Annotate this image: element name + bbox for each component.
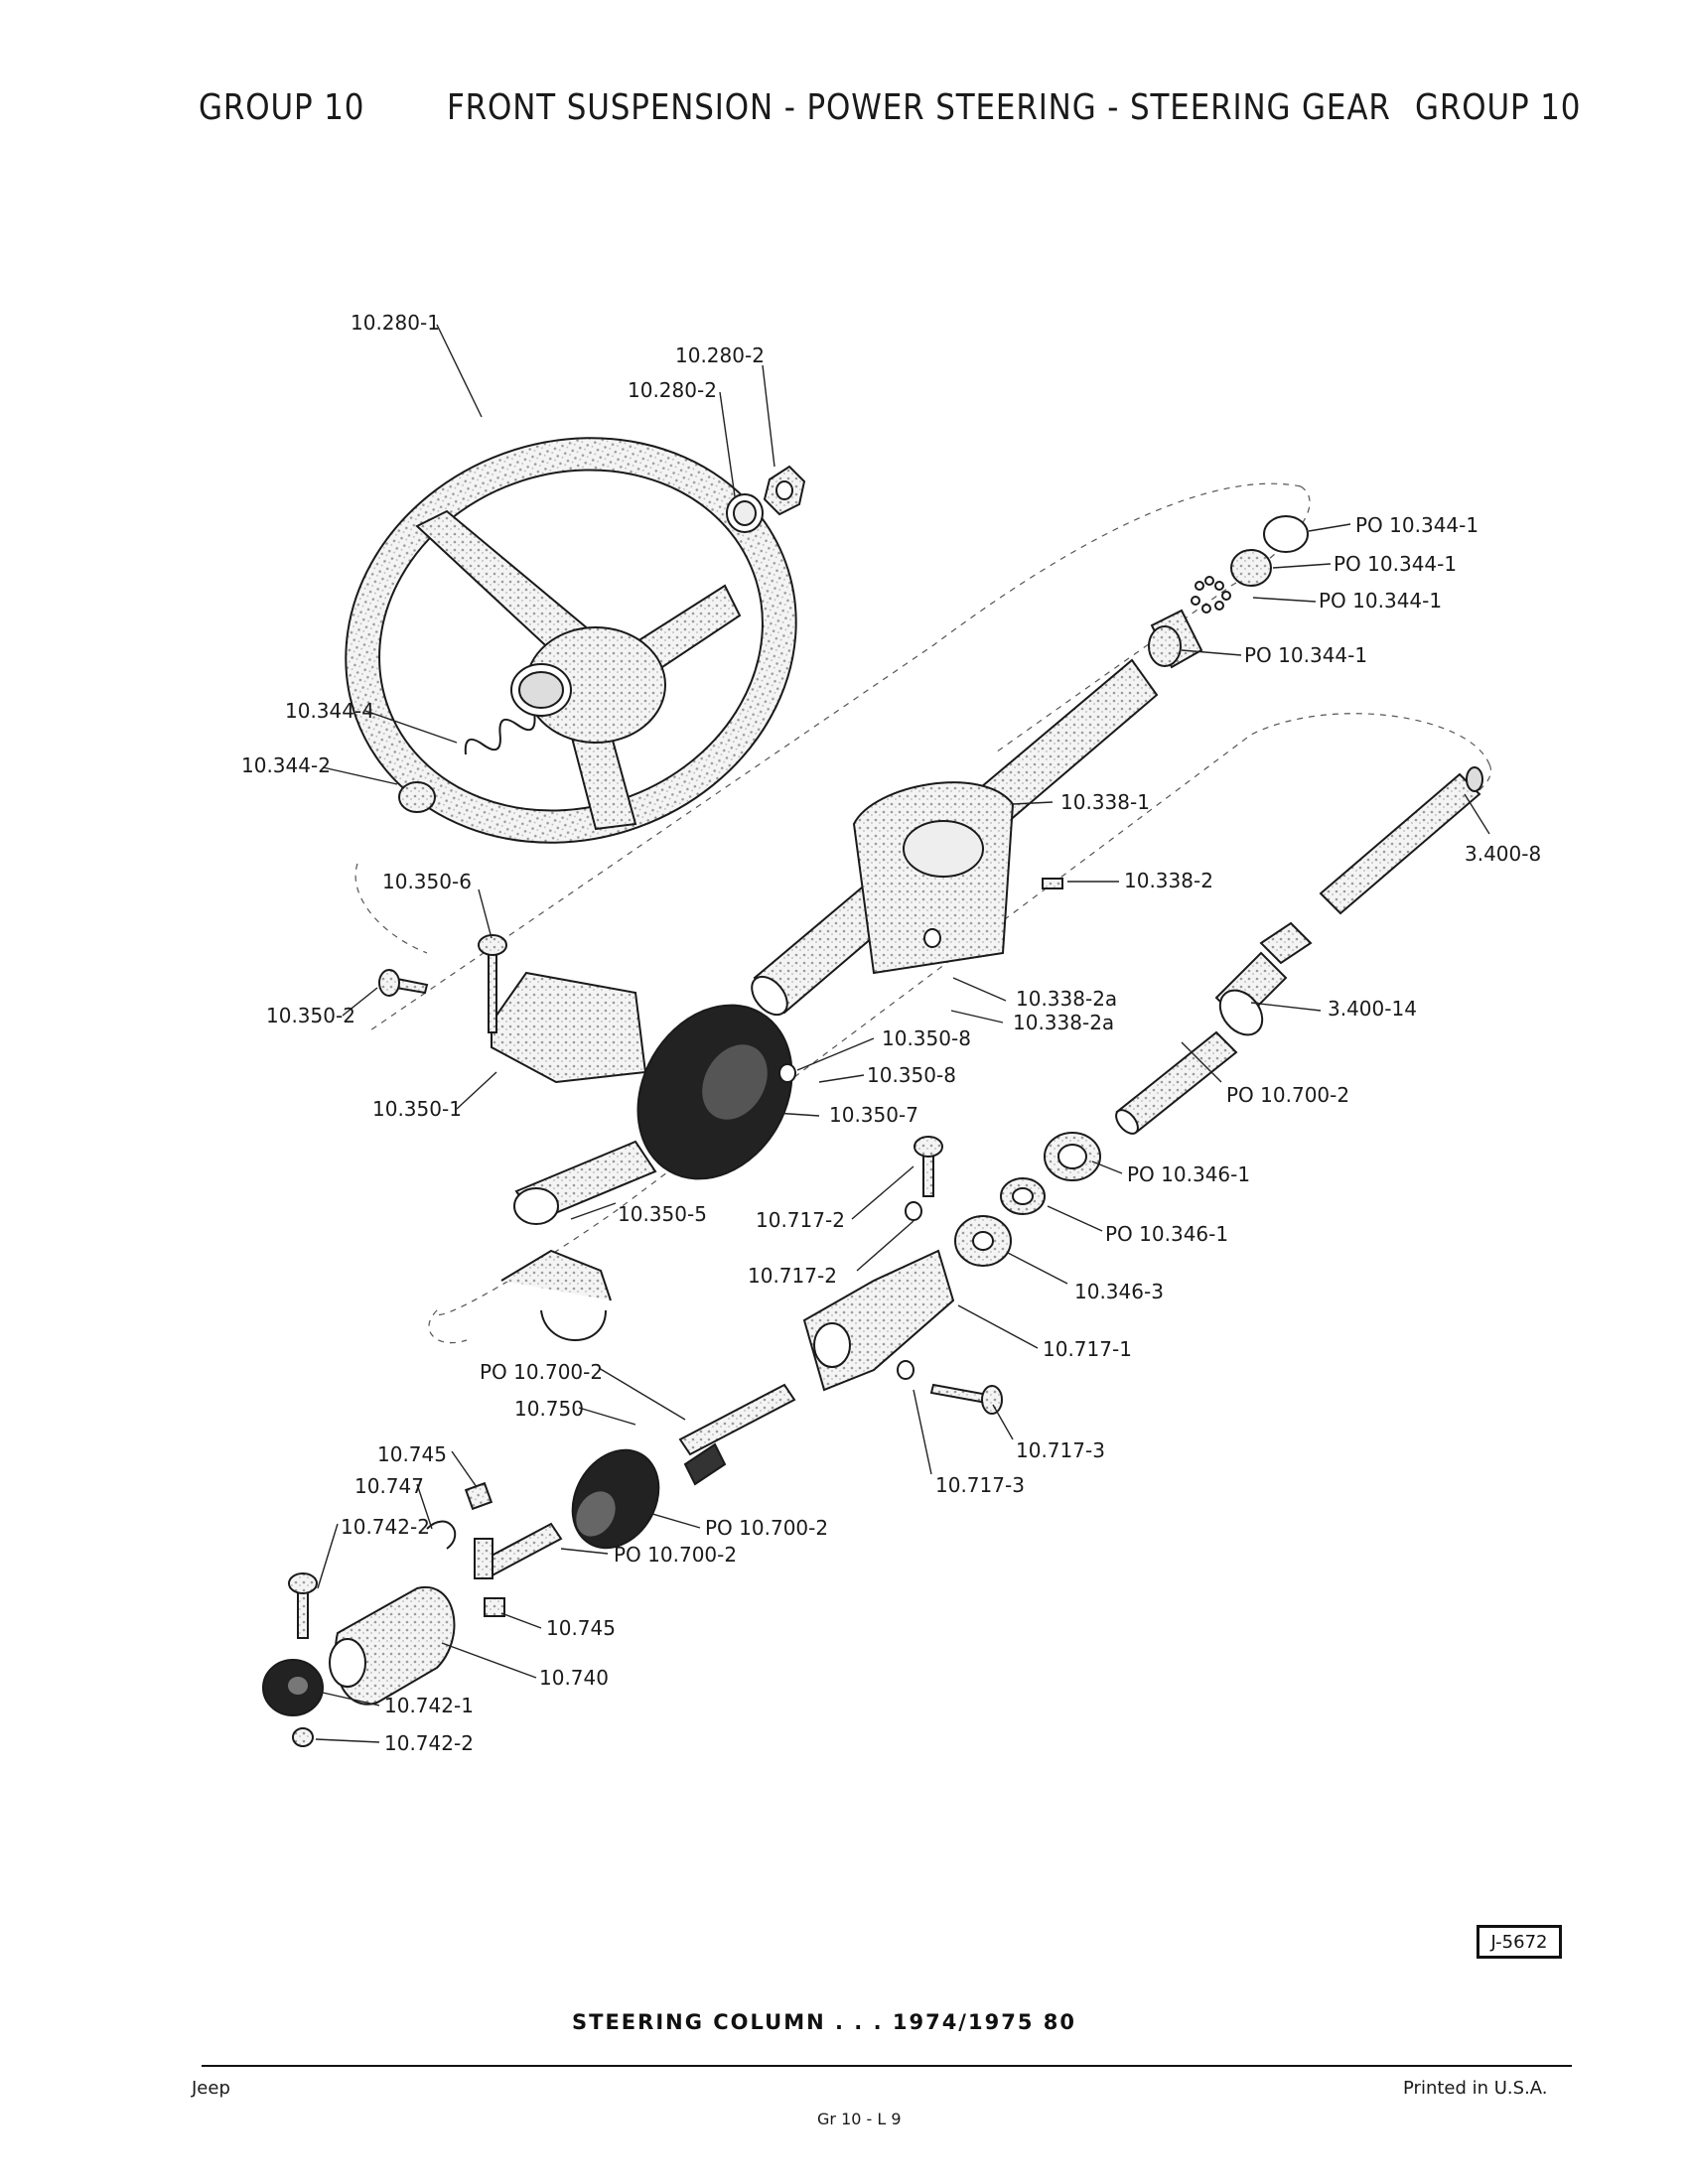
callout-label: 10.717-3	[935, 1473, 1025, 1497]
footer-divider	[202, 2065, 1572, 2067]
callout-label: 10.750	[514, 1397, 584, 1421]
callout-label: 10.747	[354, 1474, 424, 1498]
callout-label: 10.742-2	[384, 1731, 474, 1755]
callout-label: PO 10.346-1	[1127, 1162, 1250, 1186]
callout-label: 10.350-8	[882, 1026, 971, 1050]
spring-and-bearing	[398, 714, 536, 813]
callout-label: 10.742-1	[384, 1694, 474, 1717]
upper-bearing-parts	[1148, 515, 1309, 669]
header-group-right: GROUP 10	[1415, 87, 1582, 128]
leader-lines	[315, 324, 1490, 1743]
lower-splined-shaft	[678, 1383, 796, 1486]
callout-label: 10.350-2	[266, 1004, 355, 1027]
callout-label: 10.338-2a	[1016, 987, 1117, 1011]
callout-label: 10.740	[539, 1666, 609, 1690]
header-group-left: GROUP 10	[199, 87, 365, 128]
callout-label: 3.400-8	[1465, 842, 1541, 866]
callout-label: 10.280-2	[628, 378, 717, 402]
mounting-flange	[852, 781, 1015, 975]
callout-label: 10.350-7	[829, 1103, 918, 1127]
callout-label: 10.338-2a	[1013, 1011, 1114, 1034]
callout-label: PO 10.344-1	[1334, 552, 1457, 576]
retaining-clip	[426, 1520, 457, 1550]
flexible-coupling	[329, 1585, 456, 1706]
callout-label: 10.344-2	[241, 753, 331, 777]
hub-nut-and-washer	[726, 465, 806, 533]
callout-label: 10.338-2	[1124, 869, 1213, 892]
clamp-and-nut	[262, 1659, 324, 1747]
callout-label: 10.344-4	[285, 699, 374, 723]
callout-label: PO 10.700-2	[480, 1360, 603, 1384]
footer-printed-in: Printed in U.S.A.	[1403, 2078, 1548, 2099]
callout-labels: 10.280-1 10.280-2 10.280-2 PO 10.344-1 P…	[241, 311, 1541, 1755]
callout-label: 10.717-3	[1016, 1438, 1105, 1462]
callout-label: 10.350-5	[618, 1202, 707, 1226]
callout-label: 10.346-3	[1074, 1280, 1164, 1303]
floor-bracket	[491, 971, 657, 1341]
intermediate-shaft	[1115, 766, 1483, 1135]
callout-label: 10.745	[546, 1616, 616, 1640]
caption-text: STEERING COLUMN . . . 1974/1975 80	[572, 2010, 1076, 2034]
callout-label: 3.400-14	[1328, 997, 1417, 1021]
header-title: FRONT SUSPENSION - POWER STEERING - STEE…	[447, 87, 1391, 128]
callout-label: 10.280-1	[351, 311, 440, 335]
shaft-bushings	[954, 1132, 1101, 1267]
column-boot	[636, 1004, 793, 1180]
callout-label: 10.742-2	[341, 1515, 430, 1539]
callout-label: 10.350-6	[382, 870, 472, 893]
callout-label: 10.717-2	[748, 1264, 837, 1288]
callout-label: 10.280-2	[675, 343, 765, 367]
figure-caption: STEERING COLUMN . . . 1974/1975 80	[0, 2010, 1688, 2034]
callout-label: PO 10.700-2	[614, 1543, 737, 1567]
figure-reference-box: J-5672	[1477, 1925, 1562, 1959]
callout-label: 10.350-8	[867, 1063, 956, 1087]
bellows-boot	[571, 1448, 660, 1550]
bolts	[288, 878, 1063, 1639]
steering-wheel	[345, 437, 797, 844]
footer-page-number: Gr 10 - L 9	[817, 2110, 902, 2128]
footer-brand: Jeep	[192, 2078, 230, 2099]
callout-label: PO 10.344-1	[1244, 643, 1367, 667]
callout-label: 10.338-1	[1060, 790, 1150, 814]
callout-label: PO 10.344-1	[1355, 513, 1478, 537]
callout-label: PO 10.700-2	[705, 1516, 828, 1540]
callout-label: PO 10.344-1	[1319, 589, 1442, 613]
callout-label: PO 10.346-1	[1105, 1222, 1228, 1246]
callout-label: 10.350-1	[372, 1097, 462, 1121]
coupler-shaft	[464, 1481, 563, 1617]
callout-label: PO 10.700-2	[1226, 1083, 1349, 1107]
callout-label: 10.745	[377, 1442, 447, 1466]
callout-label: 10.717-2	[756, 1208, 845, 1232]
callout-label: 10.717-1	[1043, 1337, 1132, 1361]
universal-joint	[802, 1249, 955, 1392]
